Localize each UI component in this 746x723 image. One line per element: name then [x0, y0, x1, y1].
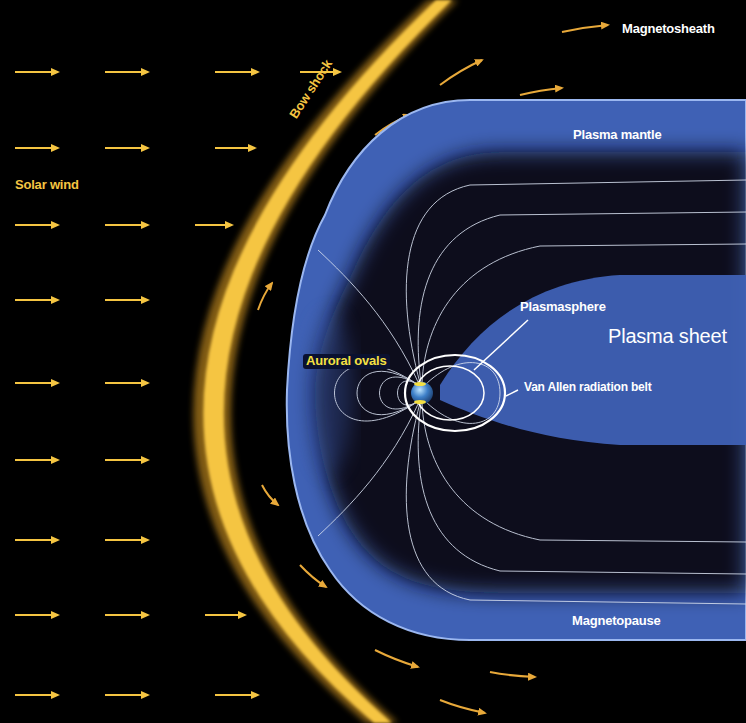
earth [411, 382, 433, 404]
belt-label: Van Allen radiation belt [524, 381, 651, 395]
region-label: Plasmasphere [520, 300, 606, 315]
region-label: Plasma sheet [608, 325, 727, 348]
wind-label: Solar wind [15, 178, 79, 193]
field-lines [318, 180, 746, 604]
leader-lines [474, 320, 528, 396]
aurora-label: Auroral ovals [303, 354, 390, 369]
radiation-belts [405, 355, 505, 431]
region-label: Plasma mantle [573, 128, 661, 143]
region-label: Magnetosheath [622, 22, 715, 37]
magnetosphere [287, 100, 746, 640]
shock-label: Bow shock [287, 57, 336, 121]
boundary-label: Magnetopause [572, 614, 661, 629]
